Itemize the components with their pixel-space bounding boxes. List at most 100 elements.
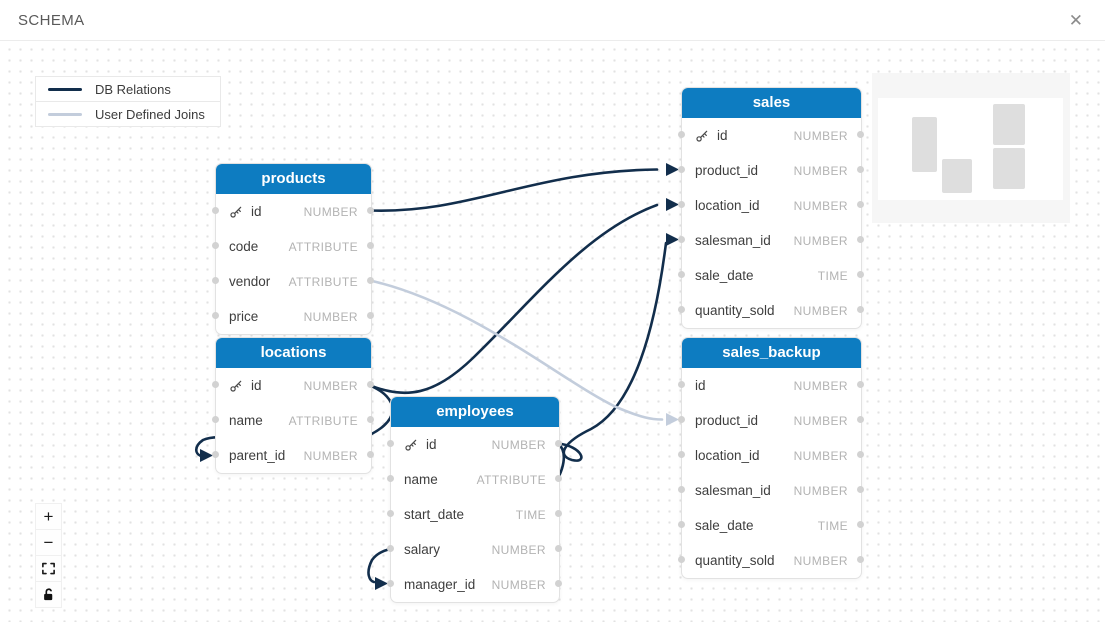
connection-handle-left-products-vendor[interactable] bbox=[211, 277, 219, 284]
column-type: NUMBER bbox=[303, 448, 358, 463]
minimap-node-2 bbox=[993, 104, 1025, 145]
column-name: vendor bbox=[229, 274, 271, 289]
column-type: NUMBER bbox=[793, 448, 848, 463]
connection-handle-left-sales_backup-sale_date[interactable] bbox=[677, 521, 685, 528]
connection-handle-right-sales-sale_date[interactable] bbox=[856, 271, 864, 278]
connection-handle-left-sales-salesman_id[interactable] bbox=[677, 236, 685, 243]
column-type: NUMBER bbox=[303, 204, 358, 219]
minimap-node-1 bbox=[942, 159, 972, 193]
connection-handle-right-employees-salary[interactable] bbox=[554, 545, 562, 552]
connection-handle-left-products-id[interactable] bbox=[211, 207, 219, 214]
connection-handle-right-employees-start_date[interactable] bbox=[554, 510, 562, 517]
key-icon bbox=[230, 206, 242, 218]
connection-handle-right-sales-location_id[interactable] bbox=[856, 201, 864, 208]
column-type: NUMBER bbox=[303, 309, 358, 324]
connection-handle-right-sales-id[interactable] bbox=[856, 131, 864, 138]
connection-handle-right-sales_backup-product_id[interactable] bbox=[856, 416, 864, 423]
connection-handle-right-employees-manager_id[interactable] bbox=[554, 580, 562, 587]
connection-handle-left-sales-quantity_sold[interactable] bbox=[677, 306, 685, 313]
column-type: NUMBER bbox=[793, 483, 848, 498]
connection-handle-right-sales_backup-quantity_sold[interactable] bbox=[856, 556, 864, 563]
column-name: quantity_sold bbox=[695, 553, 775, 568]
key-icon bbox=[405, 439, 417, 451]
connection-handle-left-employees-id[interactable] bbox=[386, 440, 394, 447]
connection-handle-right-products-id[interactable] bbox=[366, 207, 374, 214]
minimap[interactable] bbox=[872, 73, 1070, 223]
column-name: sale_date bbox=[695, 268, 754, 283]
table-title-employees[interactable]: employees bbox=[391, 397, 559, 427]
connection-handle-right-sales_backup-salesman_id[interactable] bbox=[856, 486, 864, 493]
fit-view-icon bbox=[42, 562, 55, 575]
connection-handle-left-employees-start_date[interactable] bbox=[386, 510, 394, 517]
plus-icon: + bbox=[43, 506, 54, 526]
connection-handle-left-products-code[interactable] bbox=[211, 242, 219, 249]
column-type: NUMBER bbox=[793, 233, 848, 248]
connection-handle-left-sales_backup-quantity_sold[interactable] bbox=[677, 556, 685, 563]
connection-handle-left-locations-name[interactable] bbox=[211, 416, 219, 423]
table-title-sales_backup[interactable]: sales_backup bbox=[682, 338, 861, 368]
column-type: NUMBER bbox=[303, 378, 358, 393]
connection-handle-left-sales-product_id[interactable] bbox=[677, 166, 685, 173]
connection-handle-right-employees-name[interactable] bbox=[554, 475, 562, 482]
connection-handle-left-products-price[interactable] bbox=[211, 312, 219, 319]
connection-handle-right-sales_backup-id[interactable] bbox=[856, 381, 864, 388]
unlock-icon bbox=[44, 588, 53, 601]
column-name: quantity_sold bbox=[695, 303, 775, 318]
connection-handle-left-locations-id[interactable] bbox=[211, 381, 219, 388]
connection-handle-left-locations-parent_id[interactable] bbox=[211, 451, 219, 458]
legend-item-db-relations: DB Relations bbox=[35, 76, 221, 102]
zoom-out-button[interactable]: − bbox=[35, 529, 62, 556]
connection-handle-left-sales_backup-id[interactable] bbox=[677, 381, 685, 388]
column-type: NUMBER bbox=[793, 553, 848, 568]
lock-button[interactable] bbox=[35, 581, 62, 608]
column-type: ATTRIBUTE bbox=[288, 413, 358, 428]
column-name: location_id bbox=[695, 198, 760, 213]
column-name: price bbox=[229, 309, 259, 324]
connection-handle-right-employees-id[interactable] bbox=[554, 440, 562, 447]
table-title-sales[interactable]: sales bbox=[682, 88, 861, 118]
close-icon[interactable]: ✕ bbox=[1065, 8, 1087, 33]
connection-handle-right-sales-product_id[interactable] bbox=[856, 166, 864, 173]
connection-handle-right-products-vendor[interactable] bbox=[366, 277, 374, 284]
column-type: NUMBER bbox=[491, 542, 546, 557]
fit-view-button[interactable] bbox=[35, 555, 62, 582]
connection-handle-left-sales_backup-salesman_id[interactable] bbox=[677, 486, 685, 493]
connection-handle-left-sales_backup-location_id[interactable] bbox=[677, 451, 685, 458]
connection-handle-right-sales-salesman_id[interactable] bbox=[856, 236, 864, 243]
zoom-in-button[interactable]: + bbox=[35, 503, 62, 530]
minimap-node-0 bbox=[912, 117, 937, 172]
connection-handle-right-locations-id[interactable] bbox=[366, 381, 374, 388]
connection-handle-left-employees-manager_id[interactable] bbox=[386, 580, 394, 587]
connection-handle-right-products-code[interactable] bbox=[366, 242, 374, 249]
connection-handle-right-locations-parent_id[interactable] bbox=[366, 451, 374, 458]
connection-handle-right-products-price[interactable] bbox=[366, 312, 374, 319]
table-title-locations[interactable]: locations bbox=[216, 338, 371, 368]
connection-handle-left-sales-location_id[interactable] bbox=[677, 201, 685, 208]
column-name: code bbox=[229, 239, 259, 254]
connection-handle-left-employees-name[interactable] bbox=[386, 475, 394, 482]
connection-handle-left-sales-sale_date[interactable] bbox=[677, 271, 685, 278]
connection-handle-left-sales_backup-product_id[interactable] bbox=[677, 416, 685, 423]
connection-handle-right-sales_backup-location_id[interactable] bbox=[856, 451, 864, 458]
connection-handle-right-sales_backup-sale_date[interactable] bbox=[856, 521, 864, 528]
connection-handle-right-locations-name[interactable] bbox=[366, 416, 374, 423]
key-icon bbox=[696, 130, 708, 142]
connection-handle-right-sales-quantity_sold[interactable] bbox=[856, 306, 864, 313]
table-title-products[interactable]: products bbox=[216, 164, 371, 194]
minimap-node-3 bbox=[993, 148, 1025, 189]
connection-handle-left-employees-salary[interactable] bbox=[386, 545, 394, 552]
legend-item-user-defined-joins: User Defined Joins bbox=[35, 101, 221, 127]
connection-handle-left-sales-id[interactable] bbox=[677, 131, 685, 138]
